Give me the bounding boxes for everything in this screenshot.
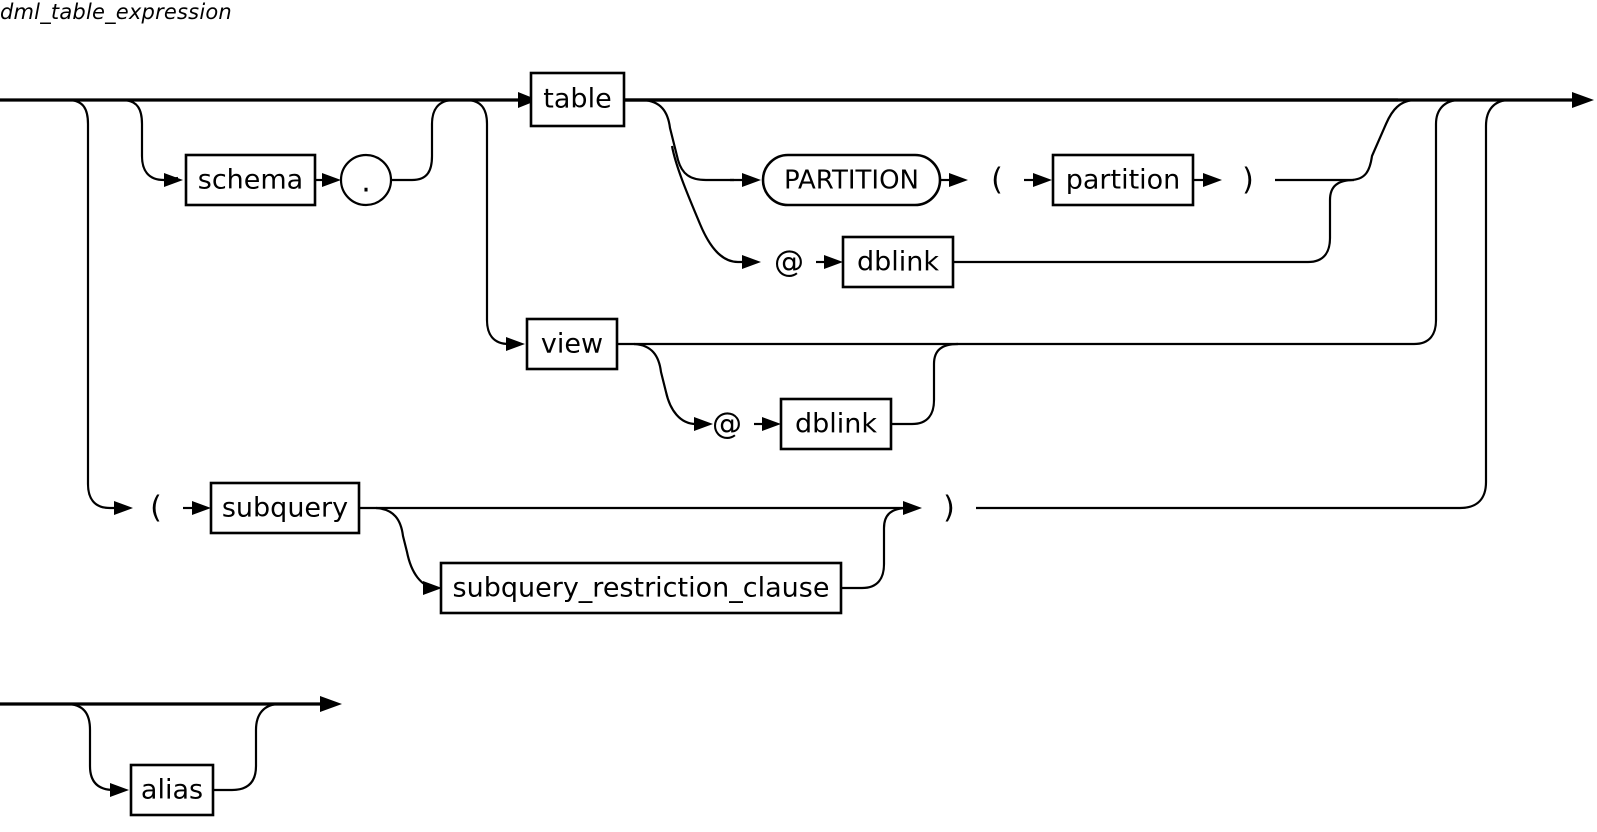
rparen-subquery-label: ) <box>943 491 955 526</box>
dblink-view-arrowhead <box>762 417 781 431</box>
diagram-title: dml_table_expression <box>0 0 232 24</box>
schema-rejoin-rail <box>391 98 470 182</box>
partition-box-arrowhead <box>1033 173 1052 187</box>
schema-to-dot-arrowhead <box>322 173 341 187</box>
subquery-box[interactable] <box>209 481 361 535</box>
schema-branch-down-rail <box>121 98 179 182</box>
partition-rejoin-rail <box>1275 98 1417 182</box>
at-table-label: @ <box>774 245 804 280</box>
view-branch-down-rail <box>465 98 520 346</box>
table-entry-arrowhead <box>518 92 538 108</box>
subquery-label: subquery <box>222 493 348 524</box>
subquery-branch-arrowhead <box>114 501 133 515</box>
schema-branch-arrowhead <box>164 173 183 187</box>
table-label: table <box>543 84 611 115</box>
view-dblink-branch-arrowhead <box>694 417 713 431</box>
alias-branch-arrowhead <box>110 783 129 797</box>
dblink-view-box[interactable] <box>779 397 893 451</box>
rparen-subquery-arrowhead <box>903 501 922 515</box>
table-dblink-branch-arrowhead <box>742 255 761 269</box>
rparen-partition-arrowhead <box>1203 173 1222 187</box>
subquery-restriction-branch-rail <box>375 506 438 590</box>
subquery-restriction-clause-label: subquery_restriction_clause <box>453 573 830 604</box>
table-dblink-branch-rail <box>670 145 748 264</box>
alias-branch-down-rail <box>65 702 122 792</box>
alias-exit-arrowhead <box>320 696 342 712</box>
lparen-partition-label: ( <box>991 163 1003 198</box>
dblink-table-rejoin-rail <box>953 178 1355 264</box>
schema-label: schema <box>198 165 303 196</box>
dblink-view-rejoin-rail <box>891 342 959 426</box>
dblink-view-label: dblink <box>795 409 877 440</box>
partition-keyword-label: PARTITION <box>784 166 919 196</box>
partition-label: partition <box>1066 165 1181 196</box>
alias-rejoin-rail <box>213 702 281 792</box>
at-view-label: @ <box>712 407 742 442</box>
dot-label: . <box>361 165 371 200</box>
subquery-rejoin-rail <box>976 98 1511 510</box>
view-passthrough-rail <box>617 98 1461 346</box>
rparen-partition-label: ) <box>1242 163 1254 198</box>
subquery-branch-down-rail <box>67 98 128 510</box>
view-label: view <box>541 329 603 360</box>
subquery-restriction-clause-box[interactable] <box>439 561 843 615</box>
alias-label: alias <box>141 775 203 806</box>
partition-branch-arrowhead <box>742 173 761 187</box>
main-exit-arrowhead <box>1572 92 1594 108</box>
lparen-subquery-label: ( <box>150 491 162 526</box>
view-branch-arrowhead <box>506 337 525 351</box>
dblink-table-label: dblink <box>857 247 939 278</box>
partition-lparen-arrowhead <box>949 173 968 187</box>
dblink-table-arrowhead <box>824 255 843 269</box>
subquery-restriction-arrowhead <box>423 581 442 595</box>
table-partition-branch-rail <box>642 98 734 182</box>
view-dblink-branch-rail <box>633 342 706 426</box>
restriction-rejoin-rail <box>841 506 909 590</box>
subquery-box-arrowhead <box>192 501 211 515</box>
